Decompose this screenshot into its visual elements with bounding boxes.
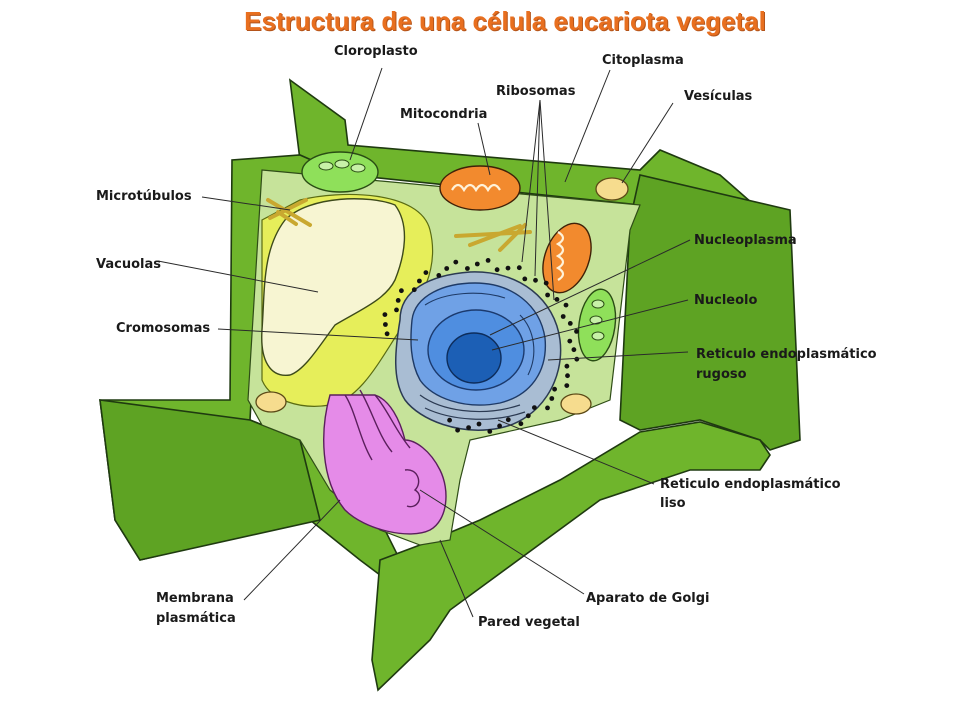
ribosome-dot [497, 423, 502, 429]
ribosome-dot [423, 270, 429, 275]
label-ribosomas: Ribosomas [496, 84, 576, 99]
chloroplast-right [577, 288, 617, 362]
ribosome-dot [554, 297, 560, 302]
ribosome-dot [476, 421, 482, 427]
label-pared: Pared vegetal [478, 615, 580, 630]
label-golgi: Aparato de Golgi [586, 591, 709, 606]
ribosome-dot [399, 288, 404, 294]
ribosome-dot [567, 338, 573, 344]
ribosomes [382, 258, 580, 434]
ribosome-dot [447, 417, 452, 423]
ribosome-dot [565, 373, 570, 379]
ribosome-dot [394, 307, 399, 313]
label-nucleoplasma: Nucleoplasma [694, 233, 797, 248]
ribosome-dot [505, 265, 511, 271]
ribosome-dot [522, 276, 528, 282]
ribosome-dot [549, 396, 555, 401]
ribosome-dot [516, 265, 522, 271]
ribosome-dot [571, 347, 577, 353]
label-vacuolas: Vacuolas [96, 257, 161, 272]
ribosome-dot [494, 267, 500, 273]
ribosome-dot [545, 292, 550, 298]
ribosome-dot [563, 302, 569, 308]
ribosome-dot [384, 331, 390, 337]
label-rer-line2: rugoso [696, 367, 747, 382]
ribosome-dot [543, 280, 549, 286]
label-cloroplasto: Cloroplasto [334, 44, 418, 59]
label-nucleolo: Nucleolo [694, 293, 758, 308]
ribosome-dot [383, 322, 388, 327]
ribosome-dot [453, 259, 459, 265]
label-vesiculas: Vesículas [684, 89, 753, 104]
ribosome-dot [567, 321, 573, 326]
ribosome-dot [436, 273, 442, 278]
label-membrana-line2: plasmática [156, 611, 236, 626]
ribosome-dot [487, 429, 493, 434]
ribosome-dot [533, 277, 538, 283]
ribosome-dot [552, 386, 557, 392]
label-membrana-line1: Membrana [156, 591, 234, 606]
golgi-apparatus [323, 389, 447, 535]
ribosome-dot [560, 314, 566, 319]
ribosome-dot [465, 266, 470, 271]
ribosome-dot [444, 266, 450, 271]
label-rel-line2: liso [660, 496, 686, 511]
ribosome-dot [466, 425, 471, 430]
ribosome-dot [485, 258, 491, 263]
chloroplast-top [301, 151, 379, 193]
label-rer-line1: Reticulo endoplasmático [696, 347, 877, 362]
vesicles [255, 177, 629, 415]
diagram-title: Estructura de una célula eucariota veget… [244, 6, 766, 36]
ribosome-dot [518, 421, 524, 427]
label-citoplasma: Citoplasma [602, 53, 684, 68]
label-mitocondria: Mitocondria [400, 107, 487, 122]
labels: Cloroplasto Citoplasma Ribosomas Mitocon… [96, 44, 877, 630]
nucleolus [446, 332, 502, 384]
ribosome-dot [532, 405, 537, 410]
mitochondrion-top [439, 165, 521, 211]
ribosome-dot [382, 312, 388, 317]
ribosome-dot [417, 278, 422, 284]
ribosome-dot [564, 363, 570, 369]
ribosome-dot [525, 413, 531, 419]
mitochondrion-right [542, 222, 592, 294]
label-rel-line1: Reticulo endoplasmático [660, 477, 841, 492]
ribosome-dot [574, 356, 580, 362]
ribosome-dot [455, 427, 460, 433]
leader-lines [157, 67, 691, 618]
ribosome-dot [505, 417, 511, 423]
vacuole [261, 198, 406, 376]
ribosome-dot [411, 287, 417, 293]
ribosome-dot [395, 298, 401, 303]
ribosome-dot [474, 261, 480, 267]
ribosome-dot [545, 405, 550, 411]
label-microtubulos: Microtúbulos [96, 189, 192, 204]
ribosome-dot [564, 383, 570, 388]
microtubules [266, 198, 532, 252]
label-cromosomas: Cromosomas [116, 321, 210, 336]
ribosome-dot [574, 329, 579, 334]
